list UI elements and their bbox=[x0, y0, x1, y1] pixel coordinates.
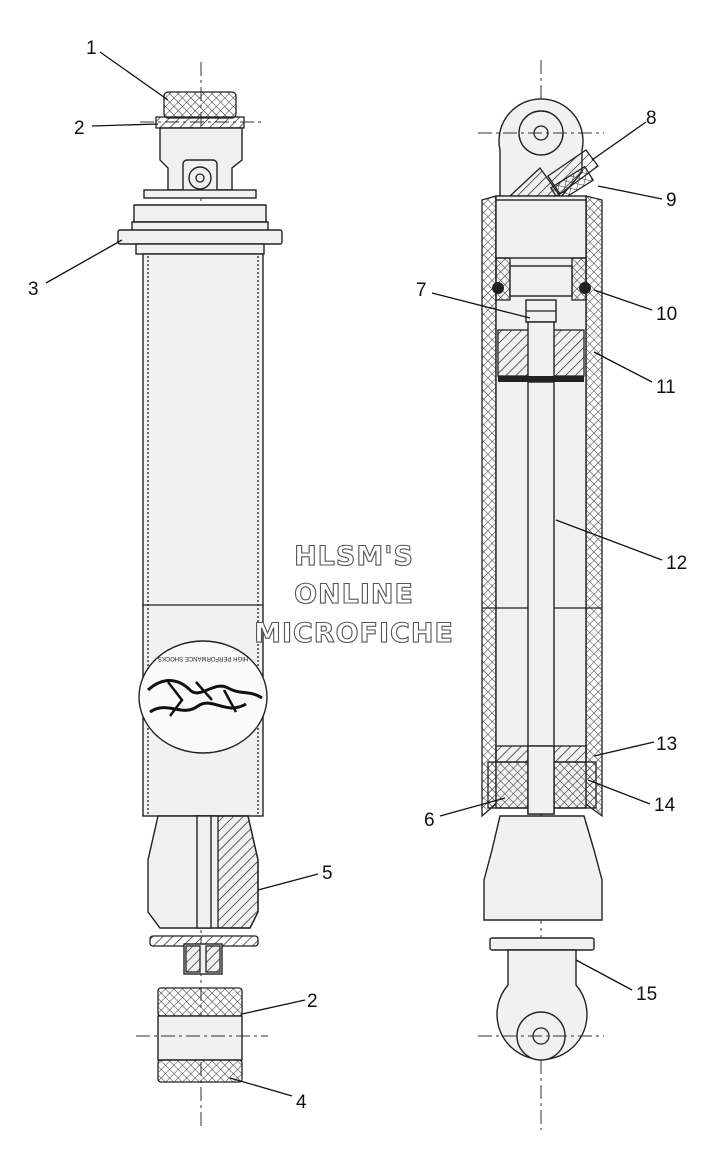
callout-6: 6 bbox=[424, 810, 435, 831]
callout-8: 8 bbox=[646, 108, 657, 129]
leader-lines bbox=[45, 51, 663, 1097]
callout-5: 5 bbox=[322, 863, 333, 884]
callout-9: 9 bbox=[666, 190, 677, 211]
callout-2a: 2 bbox=[74, 118, 85, 139]
callout-12: 12 bbox=[666, 553, 687, 574]
watermark: HLSM'S ONLINE MICROFICHE bbox=[254, 540, 454, 649]
watermark-line-2: ONLINE bbox=[294, 579, 414, 610]
callout-1: 1 bbox=[86, 38, 97, 59]
callout-labels: 1 2 3 5 2 4 8 9 7 10 11 12 13 6 14 15 bbox=[28, 38, 687, 1113]
callout-13: 13 bbox=[656, 734, 677, 755]
callout-10: 10 bbox=[656, 304, 677, 325]
left-shock-exterior: HIGH PERFORMANCE SHOCKS bbox=[117, 62, 283, 1130]
watermark-line-3: MICROFICHE bbox=[254, 618, 454, 649]
watermark-line-1: HLSM'S bbox=[294, 541, 414, 572]
callout-11: 11 bbox=[656, 377, 676, 398]
callout-2b: 2 bbox=[307, 991, 318, 1012]
decal-text: HIGH PERFORMANCE SHOCKS bbox=[158, 655, 248, 661]
right-shock-section bbox=[478, 60, 604, 1130]
callout-7: 7 bbox=[416, 280, 427, 301]
callout-15: 15 bbox=[636, 984, 657, 1005]
callout-3: 3 bbox=[28, 279, 39, 300]
callout-4: 4 bbox=[296, 1092, 307, 1113]
brand-decal: HIGH PERFORMANCE SHOCKS bbox=[138, 640, 268, 754]
callout-14: 14 bbox=[654, 795, 676, 816]
